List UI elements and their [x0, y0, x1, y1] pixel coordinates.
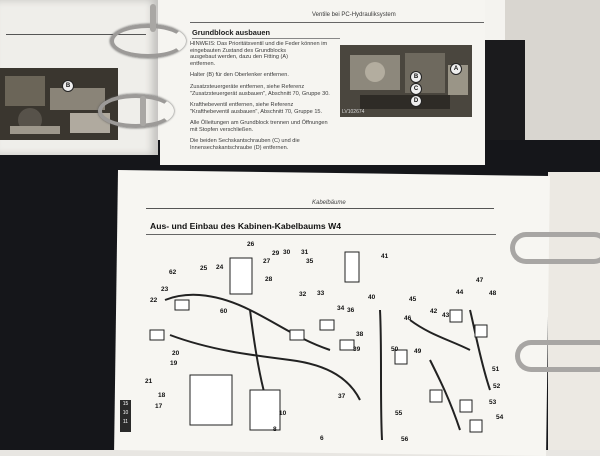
callout-number: 26: [247, 241, 255, 248]
machine-photo-right: [340, 45, 472, 117]
wiring-harness-diagram: [149, 251, 491, 441]
step-line-5: "Krafthebeventil ausbauen", Abschnitt 70…: [190, 109, 323, 115]
callout-number: 35: [306, 258, 314, 265]
left-page-rule: [6, 34, 146, 35]
right-page-photo: A B C D LV102674: [340, 45, 472, 117]
callout-number: 37: [338, 393, 346, 400]
callout-number: 6: [320, 435, 324, 442]
callout-number: 56: [401, 436, 409, 443]
callout-number: 36: [347, 307, 355, 314]
callout-number: 25: [200, 265, 208, 272]
callout-number: 49: [414, 348, 422, 355]
machine-photo-left: [0, 68, 118, 140]
callout-number: 24: [216, 264, 224, 271]
side-tab-2[interactable]: 10: [122, 410, 129, 416]
step-line-1: Halter (B) für den Oberlenker entfernen.: [190, 72, 289, 78]
photo-code: LV102674: [342, 109, 365, 115]
callout-number: 47: [476, 277, 484, 284]
callout-number: 28: [265, 276, 273, 283]
callout-number: 10: [279, 410, 287, 417]
side-tab-1[interactable]: 15: [122, 401, 129, 407]
hinweis-line-1: HINWEIS: Das Prioritätsventil und die Fe…: [190, 41, 328, 47]
callout-number: 22: [150, 297, 158, 304]
title-rule: [192, 38, 340, 39]
binder-ring-lower: [98, 94, 174, 128]
callout-number: 41: [381, 253, 389, 260]
callout-number: 42: [430, 308, 438, 315]
callout-b: B: [410, 71, 422, 83]
callout-number: 29: [272, 250, 280, 257]
callout-number: 54: [496, 414, 504, 421]
callout-number: 8: [273, 426, 277, 433]
callout-number: 39: [353, 346, 361, 353]
callout-number: 38: [356, 331, 364, 338]
title-rule-bottom: [146, 234, 496, 235]
step-line-2: Zusatzsteuergeräte entfernen, siehe Refe…: [190, 84, 305, 90]
callout-number: 62: [169, 269, 177, 276]
callout-c: C: [410, 83, 422, 95]
ring-post-upper: [150, 4, 156, 32]
callout-number: 53: [489, 399, 497, 406]
hinweis-line-4: entfernen.: [190, 60, 216, 67]
ring-post-lower: [140, 96, 146, 126]
lower-binder-ring-top: [510, 232, 600, 264]
callout-number: 19: [170, 360, 178, 367]
header-rule: [190, 22, 484, 23]
callout-number: 23: [161, 286, 169, 293]
callout-number: 45: [409, 296, 417, 303]
callout-number: 27: [263, 258, 271, 265]
callout-number: 21: [145, 378, 153, 385]
callout-d: D: [410, 95, 422, 107]
callout-number: 40: [368, 294, 376, 301]
binder-ring-upper: [110, 24, 186, 58]
callout-number: 43: [442, 312, 450, 319]
bottom-header-rule: [146, 208, 494, 209]
hinweis-line-3: ausgebaut werden, dazu den Fitting (A): [190, 54, 288, 60]
callout-a: A: [450, 63, 462, 75]
bottom-header: Kabelbäume: [312, 200, 346, 206]
step-line-4: Krafthebeventil entfernen, siehe Referen…: [190, 102, 294, 108]
callout-number: 17: [155, 403, 163, 410]
step-line-8: Die beiden Sechskantschrauben (C) und di…: [190, 138, 300, 144]
callout-number: 55: [395, 410, 403, 417]
callout-number: 60: [220, 308, 228, 315]
callout-number: 33: [317, 290, 325, 297]
step-line-6: Alle Ölleitungen am Grundblock trennen u…: [190, 120, 328, 126]
callout-number: 51: [492, 366, 500, 373]
step-line-9: Innensechskantschraube (D) entfernen.: [190, 145, 289, 151]
callout-number: 50: [391, 346, 399, 353]
callout-number: 20: [172, 350, 180, 357]
step-line-3: "Zusatzsteuergerät ausbauen", Abschnitt …: [190, 91, 330, 97]
stacked-pages: [548, 172, 600, 450]
callout-number: 48: [489, 290, 497, 297]
side-tab-3[interactable]: 11: [122, 419, 129, 425]
step-line-7: mit Stopfen verschließen.: [190, 127, 254, 133]
right-page-header: Ventile bei PC-Hydrauliksystem: [312, 12, 396, 18]
hinweis-line-2: eingebauten Zustand des Grundblocks: [190, 47, 287, 54]
callout-number: 18: [158, 392, 166, 399]
callout-number: 32: [299, 291, 307, 298]
callout-number: 31: [301, 249, 309, 256]
lower-binder-ring-bottom: [515, 340, 600, 372]
callout-number: 46: [404, 315, 412, 322]
callout-number: 52: [493, 383, 501, 390]
top-left-page: B: [0, 0, 158, 155]
diagram-title: Aus- und Einbau des Kabinen-Kabelbaums W…: [150, 221, 341, 231]
callout-b-left: B: [62, 80, 74, 92]
callout-number: 30: [283, 249, 291, 256]
callout-number: 34: [337, 305, 345, 312]
callout-number: 44: [456, 289, 464, 296]
section-title: Grundblock ausbauen: [192, 28, 271, 37]
section-side-tabs: 15 10 11: [120, 400, 131, 432]
left-page-photo: B: [0, 68, 118, 140]
